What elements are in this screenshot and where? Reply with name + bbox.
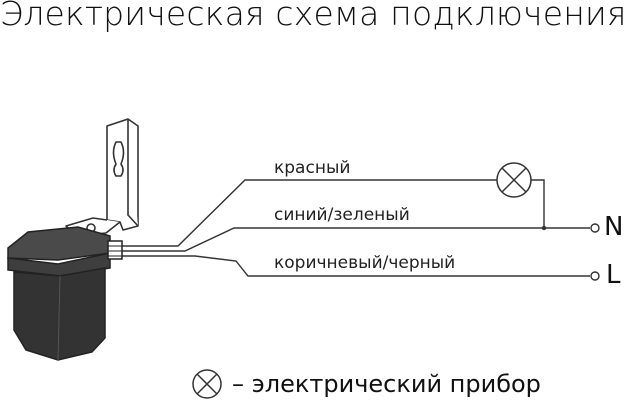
wire-red xyxy=(120,179,497,247)
diagram-title: Электрическая схема подключения xyxy=(0,0,626,33)
legend-text: – электрический прибор xyxy=(232,370,541,398)
terminal-n-dot xyxy=(590,223,600,233)
terminal-n-label: N xyxy=(604,212,624,242)
legend: – электрический прибор xyxy=(190,366,541,402)
terminal-l-label: L xyxy=(606,260,621,290)
wire-brown-black xyxy=(120,255,590,277)
lamp-to-neutral xyxy=(531,179,545,228)
wire-blue-green xyxy=(120,227,590,252)
photo-sensor xyxy=(7,226,123,361)
wire-label-brown-black: коричневый/черный xyxy=(274,253,456,273)
mounting-bracket xyxy=(65,118,139,237)
lamp-icon xyxy=(496,162,532,198)
wire-label-red: красный xyxy=(274,158,351,178)
neutral-junction xyxy=(541,225,547,231)
lamp-icon xyxy=(192,369,222,399)
wire-label-blue-green: синий/зеленый xyxy=(274,205,410,225)
terminal-l-dot xyxy=(590,271,600,281)
